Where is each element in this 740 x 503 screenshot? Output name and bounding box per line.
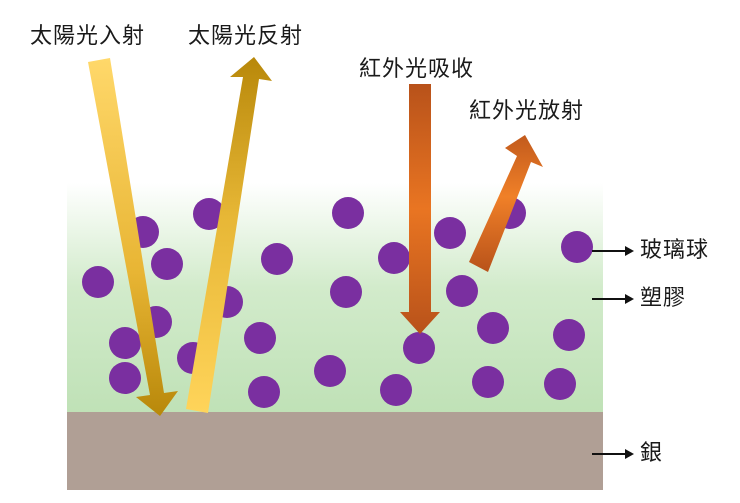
leader-arrows [592,246,634,459]
glass-bead [472,366,504,398]
glass-bead [378,242,410,274]
label-glass-beads: 玻璃球 [640,238,710,263]
arrowhead-icon [625,294,634,304]
glass-bead [330,276,362,308]
glass-bead [244,322,276,354]
glass-bead [193,198,225,230]
glass-bead [314,355,346,387]
solar-reflected-arrow [186,57,272,413]
label-ir-absorbed: 紅外光吸收 [359,57,475,82]
glass-bead [109,327,141,359]
label-solar-incident: 太陽光入射 [30,24,146,49]
glass-bead [380,374,412,406]
glass-bead [403,332,435,364]
glass-bead [109,362,141,394]
ir-absorbed-arrow [400,84,440,334]
glass-bead [332,197,364,229]
glass-bead [248,376,280,408]
label-plastic: 塑膠 [640,286,687,311]
glass-bead [553,319,585,351]
glass-bead [151,248,183,280]
glass-bead [434,217,466,249]
label-solar-reflected: 太陽光反射 [188,24,304,49]
label-ir-emitted: 紅外光放射 [469,99,585,124]
glass-bead [446,275,478,307]
label-silver: 銀 [640,441,664,466]
glass-beads [82,197,593,408]
arrowhead-icon [625,246,634,256]
glass-bead [82,266,114,298]
glass-bead [561,231,593,263]
glass-bead [477,312,509,344]
glass-bead [544,368,576,400]
ir-emitted-arrow [469,135,543,272]
arrowhead-icon [625,449,634,459]
glass-bead [261,243,293,275]
silver-layer [67,412,603,490]
solar-incident-arrow [88,58,178,416]
